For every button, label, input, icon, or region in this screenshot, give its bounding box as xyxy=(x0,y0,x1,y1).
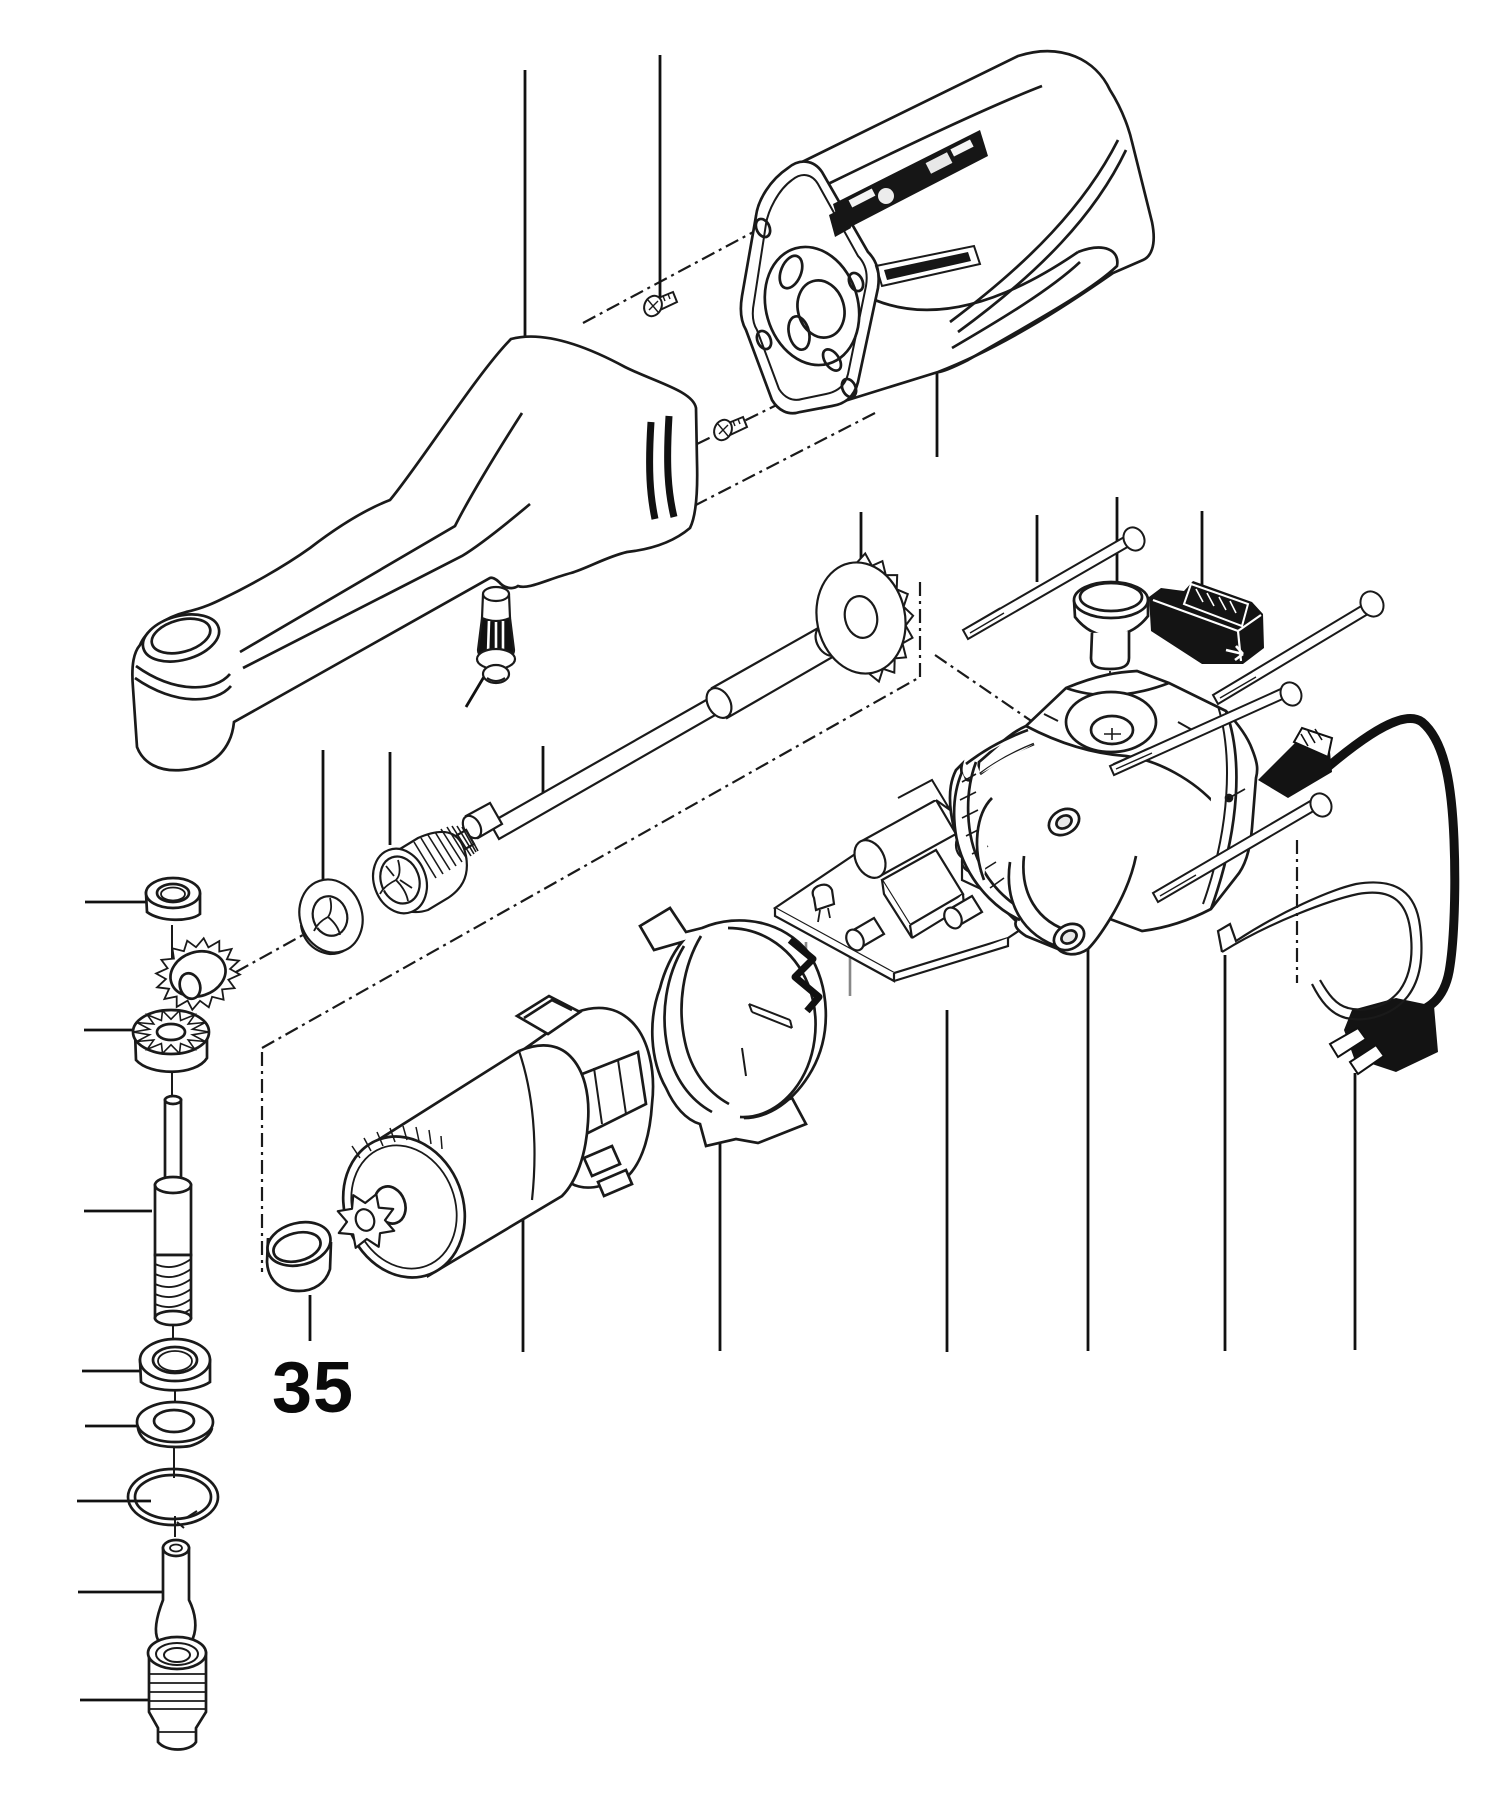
svg-text:35: 35 xyxy=(272,1348,354,1428)
